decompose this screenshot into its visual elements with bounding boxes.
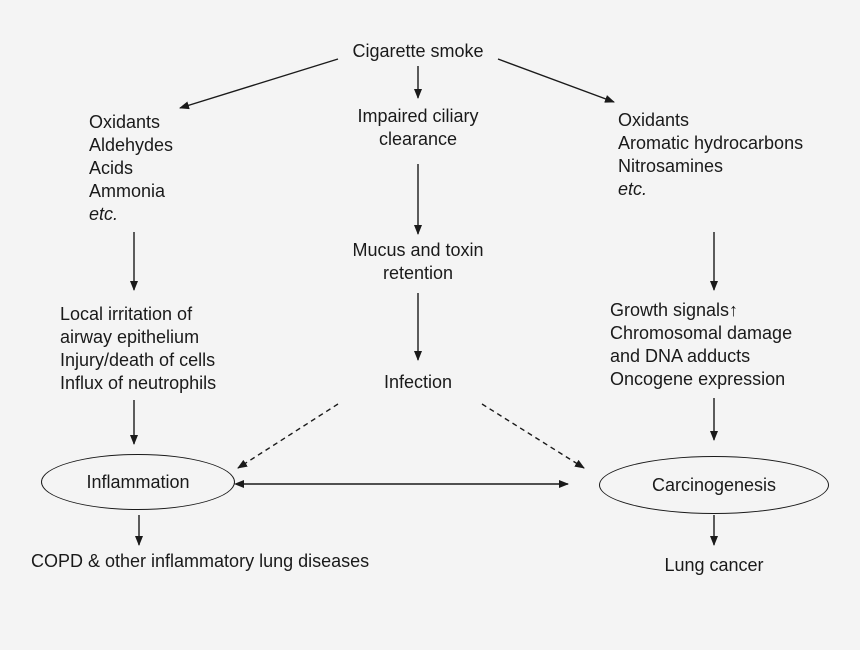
growth-line-3: and DNA adducts	[610, 346, 751, 366]
mucus-line-2: retention	[382, 263, 454, 283]
infection-label: Infection	[383, 372, 453, 392]
agent-etc-right: etc.	[618, 179, 648, 199]
inflammation-label: Inflammation	[86, 471, 190, 492]
growth-line-1: Growth signals↑	[610, 300, 739, 320]
agent-acids: Acids	[89, 158, 134, 178]
agent-ammonia: Ammonia	[89, 181, 166, 201]
left-agents-node: Oxidants Aldehydes Acids Ammonia etc.	[89, 111, 173, 226]
irritation-line-1: Local irritation of	[60, 304, 193, 324]
carcinogenesis-ellipse: Carcinogenesis	[599, 456, 829, 514]
agent-nitrosamines: Nitrosamines	[618, 156, 724, 176]
agent-aldehydes: Aldehydes	[89, 135, 174, 155]
irritation-node: Local irritation of airway epithelium In…	[60, 303, 216, 395]
inflammation-ellipse: Inflammation	[41, 454, 235, 510]
cigarette-smoke-node: Cigarette smoke	[318, 40, 518, 63]
agent-etc: etc.	[89, 204, 119, 224]
agent-oxidants: Oxidants	[89, 112, 161, 132]
ciliary-node: Impaired ciliary clearance	[318, 105, 518, 151]
infection-node: Infection	[318, 371, 518, 394]
carcinogenesis-label: Carcinogenesis	[651, 474, 777, 495]
agent-aromatic-hydrocarbons: Aromatic hydrocarbons	[618, 133, 804, 153]
growth-node: Growth signals↑ Chromosomal damage and D…	[610, 299, 792, 391]
irritation-line-3: Injury/death of cells	[60, 350, 216, 370]
arrow-smoke-to-right-agents	[497, 58, 615, 103]
irritation-line-4: Influx of neutrophils	[60, 373, 217, 393]
arrow-infection-to-inflammation	[237, 403, 339, 469]
lung-cancer-label: Lung cancer	[664, 555, 764, 575]
copd-label: COPD & other inflammatory lung diseases	[31, 551, 370, 571]
growth-line-4: Oncogene expression	[610, 369, 786, 389]
arrow-infection-to-carcinogenesis	[481, 403, 585, 469]
right-agents-node: Oxidants Aromatic hydrocarbons Nitrosami…	[618, 109, 803, 201]
ciliary-line-2: clearance	[378, 129, 458, 149]
agent-oxidants-right: Oxidants	[618, 110, 690, 130]
ciliary-line-1: Impaired ciliary	[357, 106, 479, 126]
lung-cancer-node: Lung cancer	[614, 554, 814, 577]
mucus-line-1: Mucus and toxin	[352, 240, 484, 260]
arrow-smoke-to-left-agents	[179, 58, 339, 110]
cigarette-smoke-label: Cigarette smoke	[352, 41, 484, 61]
growth-line-2: Chromosomal damage	[610, 323, 793, 343]
irritation-line-2: airway epithelium	[60, 327, 200, 347]
copd-node: COPD & other inflammatory lung diseases	[31, 550, 369, 573]
mucus-node: Mucus and toxin retention	[318, 239, 518, 285]
